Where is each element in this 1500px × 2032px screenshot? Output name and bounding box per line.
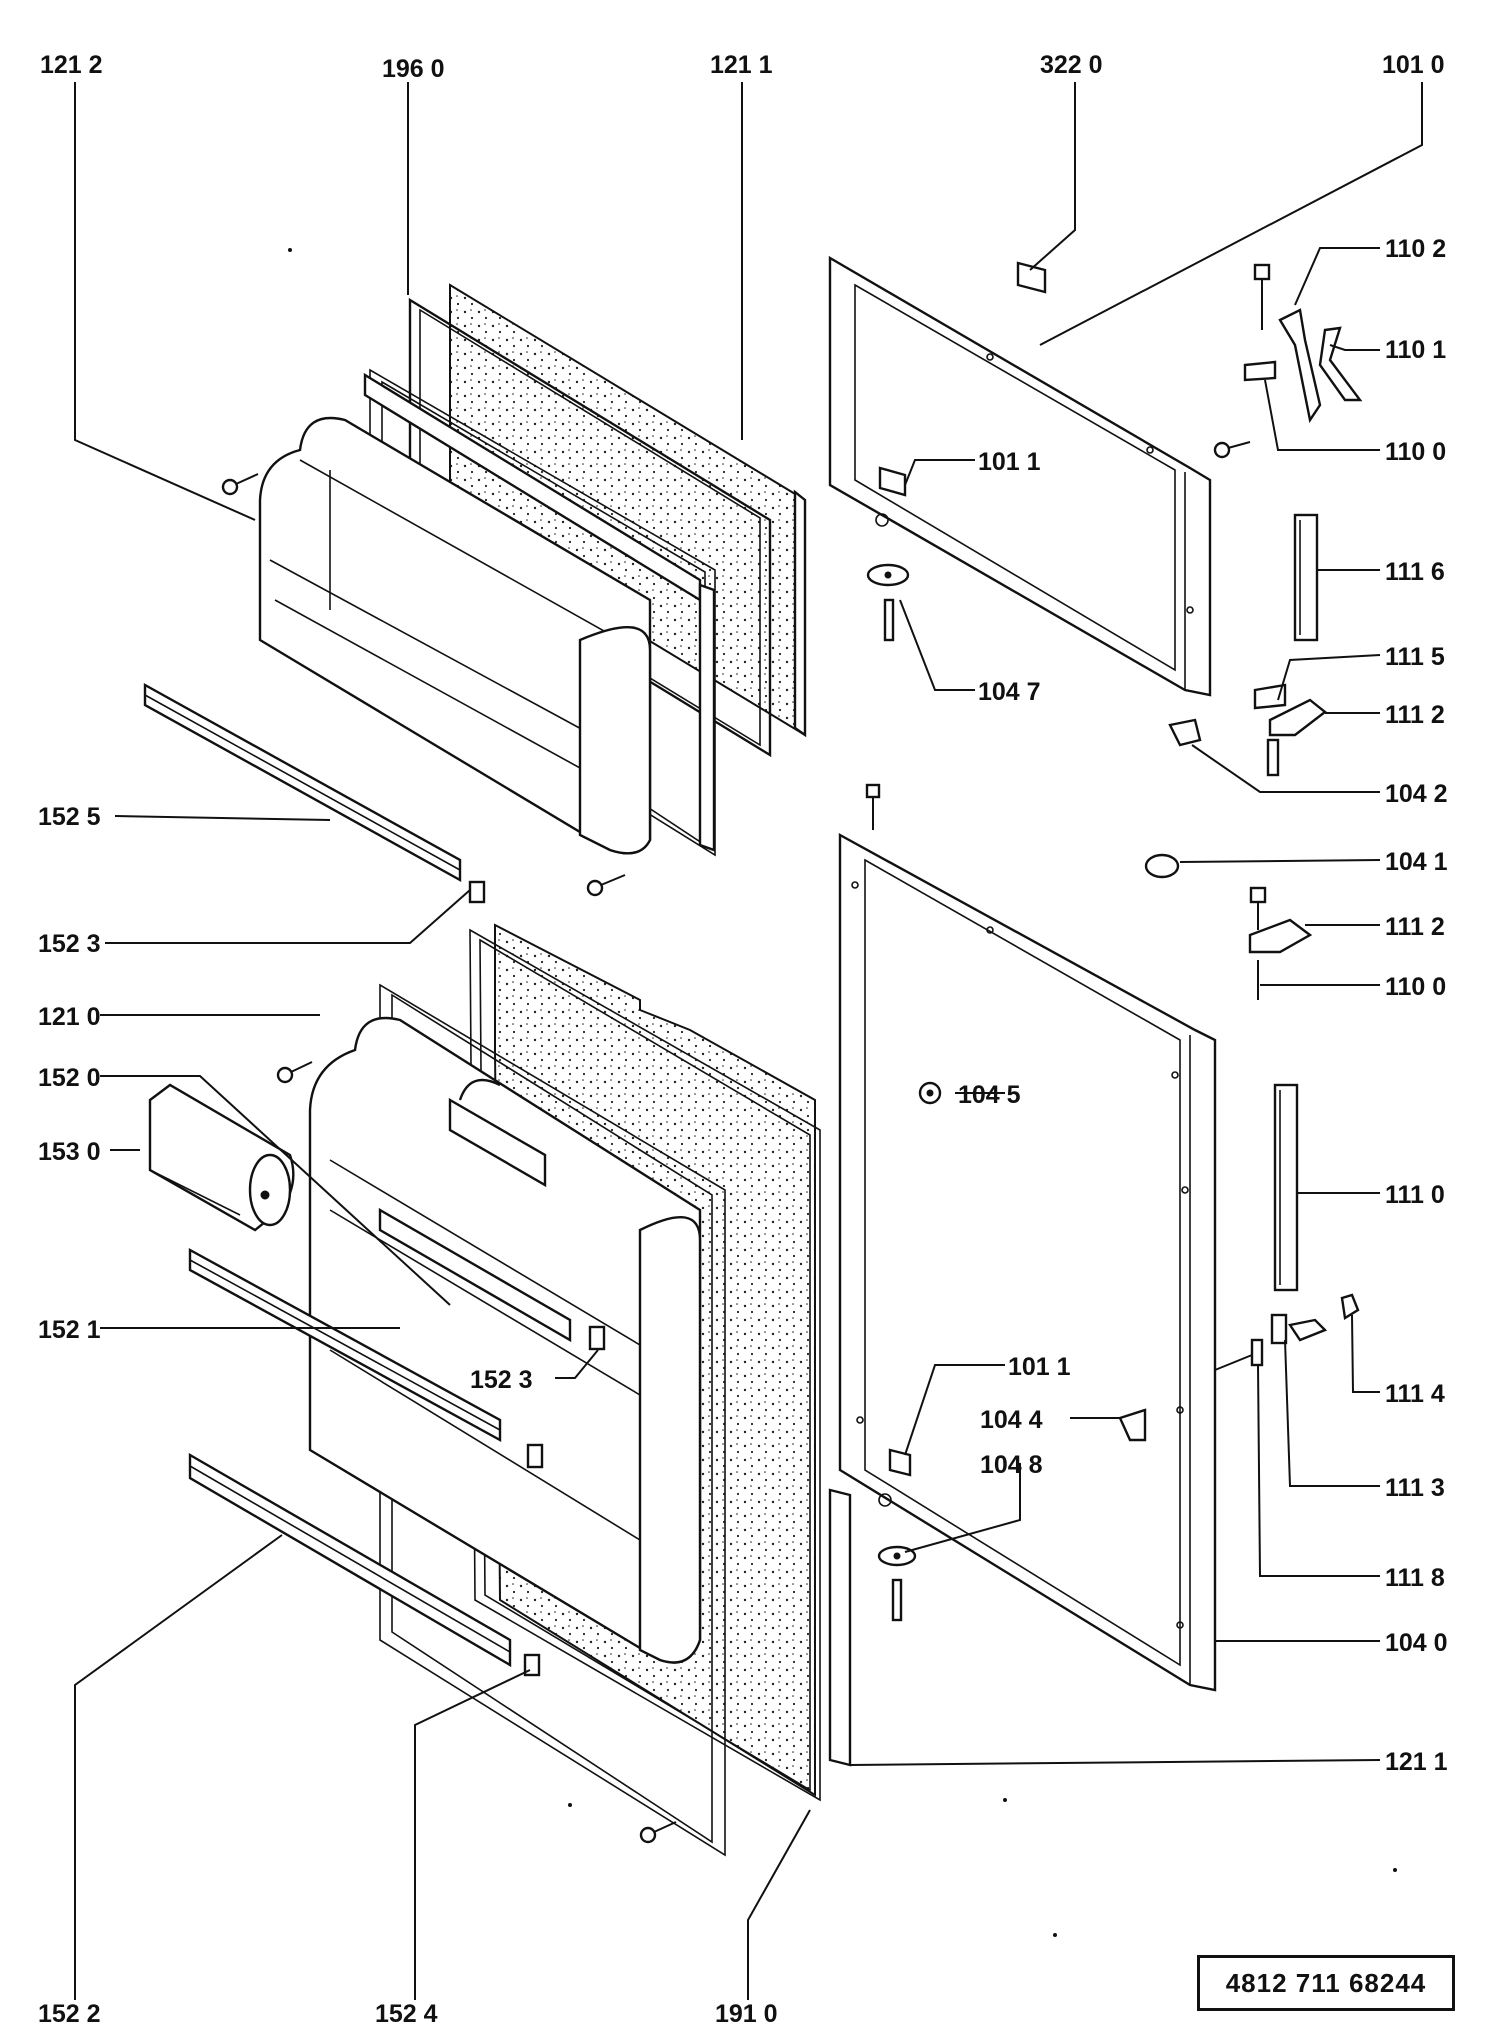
lower-door-liner-shelf-unit xyxy=(308,1016,702,1664)
hinge-101-1-lower xyxy=(878,1448,912,1507)
bush-104-2 xyxy=(1168,718,1202,747)
label-152-2: 152 2 xyxy=(38,2000,101,2028)
label-104-8: 104 8 xyxy=(980,1451,1043,1479)
screw-lower-left xyxy=(276,1061,313,1084)
label-110-0-bottom: 110 0 xyxy=(1385,973,1446,1001)
upper-frame-strip xyxy=(363,372,716,852)
label-104-0: 104 0 xyxy=(1385,1629,1448,1657)
label-152-3-mid: 152 3 xyxy=(470,1366,533,1394)
label-101-0: 101 0 xyxy=(1382,51,1445,79)
label-152-4: 152 4 xyxy=(375,2000,438,2028)
hinge-bracket-111-3-111-4 xyxy=(1214,1293,1360,1371)
screw-upper-left xyxy=(221,473,259,496)
label-101-1-bottom: 101 1 xyxy=(1008,1353,1071,1381)
screw-upper-bottom xyxy=(586,874,626,897)
upper-door-outer-panel xyxy=(828,255,1212,697)
label-111-0: 111 0 xyxy=(1385,1181,1445,1209)
strip-121-1-lower xyxy=(828,1488,852,1767)
document-number-box: 4812 711 68244 xyxy=(1197,1955,1455,2011)
clip-152-3-mid xyxy=(526,1325,606,1469)
label-152-3-left: 152 3 xyxy=(38,930,101,958)
label-110-0-top: 110 0 xyxy=(1385,438,1446,466)
plug-104-5 xyxy=(918,1081,942,1105)
label-104-2: 104 2 xyxy=(1385,780,1448,808)
label-191-0: 191 0 xyxy=(715,2000,778,2028)
label-196-0: 196 0 xyxy=(382,55,445,83)
label-104-7: 104 7 xyxy=(978,678,1041,706)
hinge-101-1-upper xyxy=(875,466,907,527)
label-110-2: 110 2 xyxy=(1385,235,1446,263)
label-121-0: 121 0 xyxy=(38,1003,101,1031)
bottle-rack-153-0 xyxy=(148,1083,295,1232)
label-121-1-top: 121 1 xyxy=(710,51,773,79)
cap-104-1 xyxy=(1144,853,1180,879)
label-152-1: 152 1 xyxy=(38,1316,101,1344)
stop-104-4 xyxy=(1118,1408,1147,1442)
leader-lines xyxy=(74,82,1423,2000)
screw-104-top xyxy=(865,783,881,830)
label-152-5: 152 5 xyxy=(38,803,101,831)
label-121-1-bottom: 121 1 xyxy=(1385,1748,1448,1776)
label-111-4: 111 4 xyxy=(1385,1380,1445,1408)
label-111-2-bottom: 111 2 xyxy=(1385,913,1445,941)
hinge-110-upper-assembly xyxy=(1213,263,1363,459)
clip-152-3-upper xyxy=(468,880,486,904)
hinge-pin-104-7 xyxy=(866,563,910,642)
label-322-0: 322 0 xyxy=(1040,51,1103,79)
label-101-1-top: 101 1 xyxy=(978,448,1041,476)
hinge-110-lower-assembly xyxy=(1248,886,1313,1000)
hinge-cover-111-6 xyxy=(1293,513,1319,642)
label-111-6: 111 6 xyxy=(1385,558,1445,586)
label-111-8: 111 8 xyxy=(1385,1564,1445,1592)
scan-specks xyxy=(288,248,1397,1937)
screw-lower-bottom xyxy=(639,1821,677,1844)
label-111-5: 111 5 xyxy=(1385,643,1445,671)
upper-door-gasket xyxy=(408,297,772,758)
shelf-bar-152-1 xyxy=(188,1247,502,1443)
shelf-bar-152-2 xyxy=(188,1452,512,1668)
label-104-4: 104 4 xyxy=(980,1406,1043,1434)
label-104-5: 104 5 xyxy=(958,1081,1021,1109)
label-104-1: 104 1 xyxy=(1385,848,1448,876)
upper-door-liner-shelf-unit xyxy=(258,416,652,855)
label-111-3: 111 3 xyxy=(1385,1474,1445,1502)
label-111-2-top: 111 2 xyxy=(1385,701,1445,729)
part-labels: 121 2 196 0 121 1 322 0 101 0 110 2 110 … xyxy=(38,51,1448,2028)
label-153-0: 153 0 xyxy=(38,1138,101,1166)
upper-shelf-bar-152-5 xyxy=(143,682,462,883)
label-plate-322-0 xyxy=(1016,261,1047,294)
hinge-cover-111-0 xyxy=(1273,1083,1299,1292)
hinge-bracket-111-5 xyxy=(1253,683,1327,777)
label-121-2: 121 2 xyxy=(40,51,103,79)
label-152-0: 152 0 xyxy=(38,1064,101,1092)
label-110-1: 110 1 xyxy=(1385,336,1446,364)
lower-door-outer-panel xyxy=(838,832,1217,1692)
hinge-pin-104-8 xyxy=(877,1545,917,1622)
